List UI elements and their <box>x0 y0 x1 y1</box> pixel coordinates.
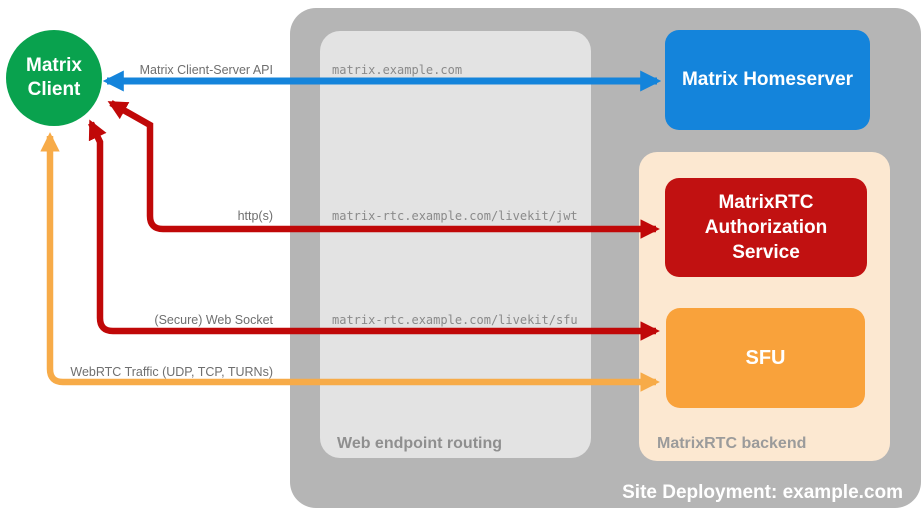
matrixrtc-authorization-service-node: MatrixRTC Authorization Service <box>665 178 867 277</box>
auth-label-line1: MatrixRTC <box>718 192 814 213</box>
auth-label-line2: Authorization <box>704 217 828 238</box>
auth-label-line3: Service <box>732 242 800 263</box>
https-label: http(s) <box>237 209 273 223</box>
sfu-label: SFU <box>745 346 786 369</box>
matrixrtc-backend-caption: MatrixRTC backend <box>657 435 807 452</box>
webrtc-traffic-label: WebRTC Traffic (UDP, TCP, TURNs) <box>70 365 273 379</box>
endpoint-livekit-sfu: matrix-rtc.example.com/livekit/sfu <box>332 313 578 327</box>
matrix-client-node: Matrix Client <box>6 30 102 126</box>
client-label-line2: Client <box>27 79 81 100</box>
endpoint-matrix-example-com: matrix.example.com <box>332 63 463 77</box>
web-endpoint-routing-caption: Web endpoint routing <box>337 435 503 452</box>
matrix-homeserver-node: Matrix Homeserver <box>665 30 870 130</box>
web-endpoint-routing-container: Web endpoint routing <box>320 31 591 458</box>
client-server-api-label: Matrix Client-Server API <box>139 63 273 77</box>
matrix-homeserver-label: Matrix Homeserver <box>681 69 854 90</box>
client-label-line1: Matrix <box>26 55 82 76</box>
endpoint-livekit-jwt: matrix-rtc.example.com/livekit/jwt <box>332 209 578 223</box>
web-socket-label: (Secure) Web Socket <box>154 313 273 327</box>
site-deployment-caption: Site Deployment: example.com <box>622 482 903 503</box>
sfu-node: SFU <box>666 308 865 408</box>
